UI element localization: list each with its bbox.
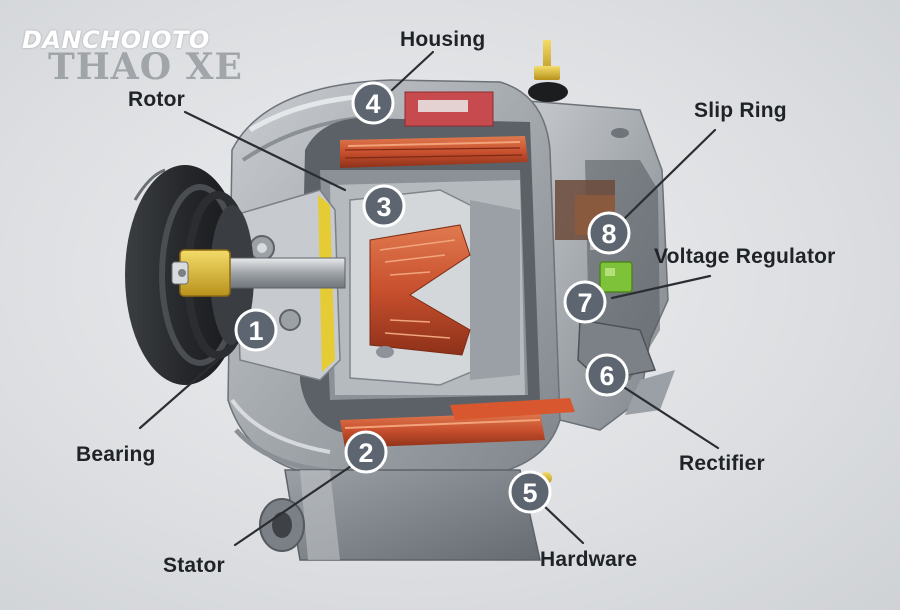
marker-8-number: 8 bbox=[601, 219, 616, 249]
marker-5-number: 5 bbox=[522, 478, 537, 508]
marker-6-number: 6 bbox=[599, 361, 614, 391]
marker-8: 8 bbox=[589, 213, 629, 253]
label-rectifier: Rectifier bbox=[679, 452, 765, 476]
leader-hardware bbox=[542, 504, 583, 543]
marker-3-number: 3 bbox=[376, 192, 391, 222]
watermark-bottom-text: THAO XE bbox=[48, 46, 243, 88]
marker-4: 4 bbox=[353, 83, 393, 123]
label-bearing: Bearing bbox=[76, 443, 156, 467]
label-housing: Housing bbox=[400, 28, 485, 52]
label-slip-ring: Slip Ring bbox=[694, 99, 787, 123]
terminal-post bbox=[528, 40, 568, 102]
label-stator: Stator bbox=[163, 554, 225, 578]
label-rotor: Rotor bbox=[128, 88, 185, 112]
brand-plate bbox=[405, 92, 493, 126]
marker-2: 2 bbox=[346, 432, 386, 472]
mounting-bracket bbox=[260, 470, 552, 560]
marker-7: 7 bbox=[565, 282, 605, 322]
marker-7-number: 7 bbox=[577, 288, 592, 318]
marker-6: 6 bbox=[587, 355, 627, 395]
rotor-assembly bbox=[330, 180, 525, 395]
voltage-regulator-component bbox=[600, 262, 632, 292]
marker-2-number: 2 bbox=[358, 438, 373, 468]
marker-4-number: 4 bbox=[365, 89, 380, 119]
watermark-logo: DANCHOIOTO THAO XE bbox=[22, 26, 282, 86]
marker-5: 5 bbox=[510, 472, 550, 512]
leader-rectifier bbox=[622, 386, 718, 448]
marker-1-number: 1 bbox=[248, 316, 263, 346]
marker-1: 1 bbox=[236, 310, 276, 350]
label-voltage-regulator: Voltage Regulator bbox=[654, 245, 836, 269]
label-hardware: Hardware bbox=[540, 548, 637, 572]
marker-3: 3 bbox=[364, 186, 404, 226]
